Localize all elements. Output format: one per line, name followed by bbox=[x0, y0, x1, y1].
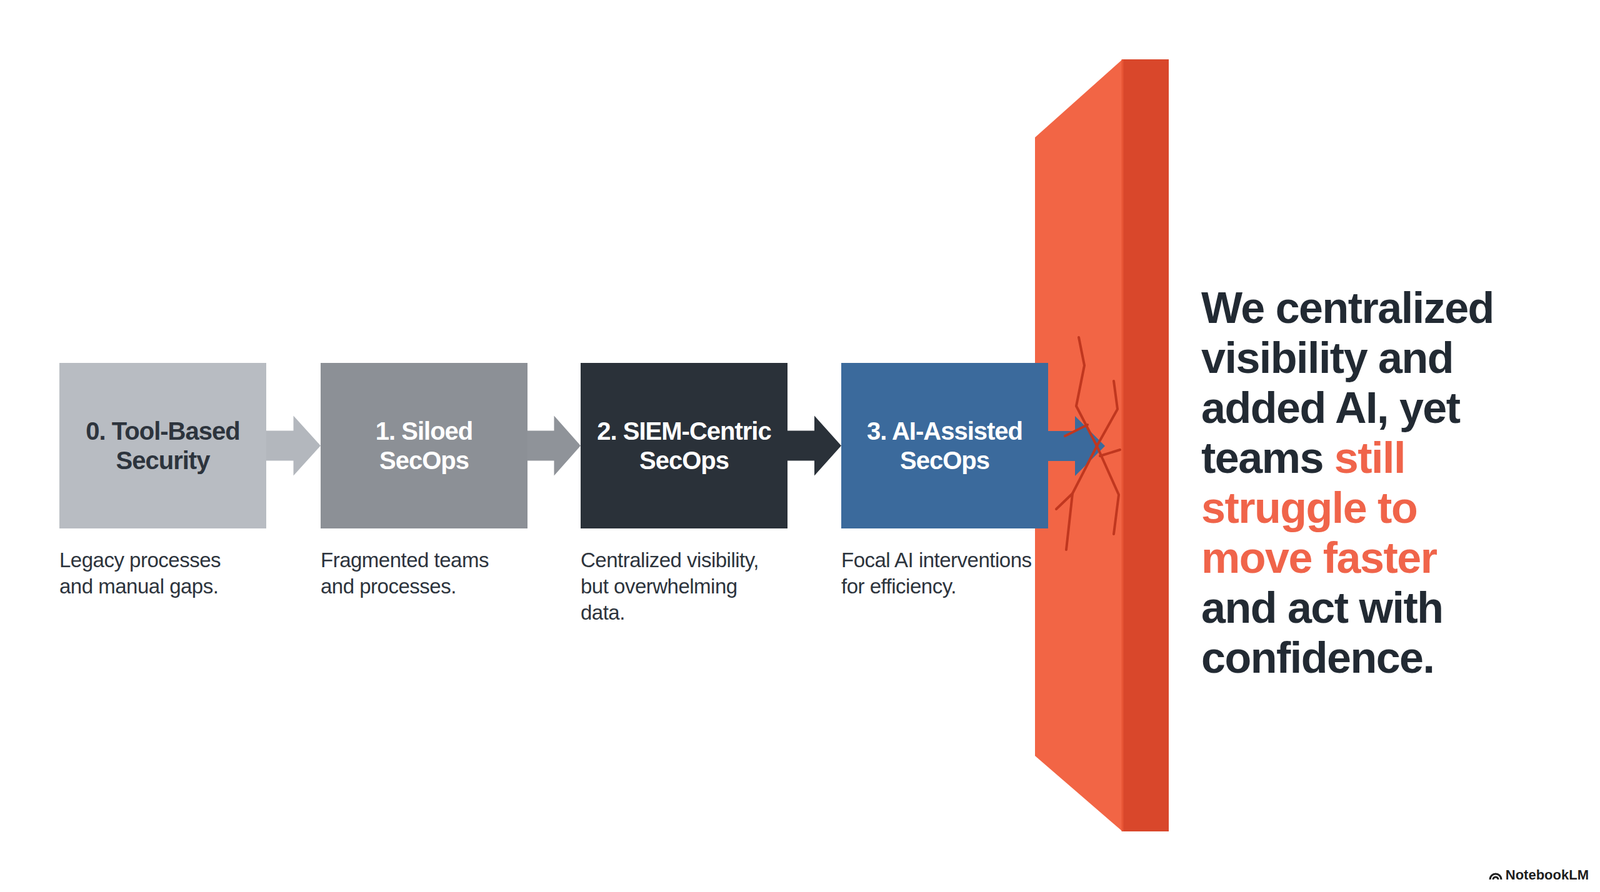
stage-title: 2. SIEM-Centric SecOps bbox=[589, 416, 779, 476]
stage-box: 3. AI-Assisted SecOpsFocal AI interventi… bbox=[841, 363, 1049, 529]
wall-front bbox=[1035, 59, 1123, 832]
stage-box: 0. Tool-Based SecurityLegacy processes a… bbox=[59, 363, 267, 529]
flow-arrow bbox=[266, 416, 321, 477]
wall-side bbox=[1122, 59, 1169, 832]
stage-box: 2. SIEM-Centric SecOpsCentralized visibi… bbox=[580, 363, 788, 529]
wall-edge bbox=[1121, 59, 1124, 832]
watermark: NotebookLM bbox=[1488, 867, 1589, 884]
watermark-icon bbox=[1488, 870, 1503, 882]
stage-description: Fragmented teams and processes. bbox=[320, 547, 516, 600]
stage-title: 3. AI-Assisted SecOps bbox=[850, 416, 1040, 476]
stage-description: Legacy processes and manual gaps. bbox=[59, 547, 255, 600]
statement-text: We centralized visibility and added AI, … bbox=[1201, 283, 1517, 684]
stage-box: 1. Siloed SecOpsFragmented teams and pro… bbox=[320, 363, 528, 529]
stage-title: 1. Siloed SecOps bbox=[329, 416, 519, 476]
wall-crack bbox=[1056, 337, 1120, 550]
stage-description: Centralized visibility, but overwhelming… bbox=[580, 547, 776, 627]
stage-description: Focal AI interventions for efficiency. bbox=[841, 547, 1037, 600]
flow-arrow bbox=[787, 416, 842, 477]
stage-title: 0. Tool-Based Security bbox=[68, 416, 258, 476]
flow-arrow bbox=[527, 416, 581, 477]
statement-line: and act with confidence. bbox=[1201, 583, 1443, 683]
watermark-text: NotebookLM bbox=[1505, 867, 1589, 884]
